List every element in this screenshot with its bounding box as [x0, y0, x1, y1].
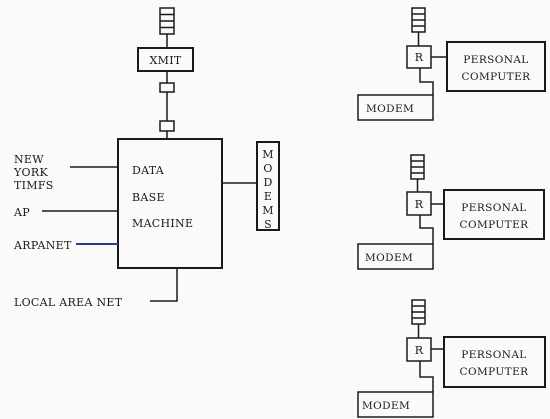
- modems-letter: E: [264, 190, 272, 203]
- station-3: [357, 299, 546, 418]
- antenna-icon: [159, 7, 175, 48]
- modems-letter: O: [263, 162, 272, 175]
- source-nyt-line2: YORK: [13, 166, 48, 179]
- source-nyt-line3: TIMFS: [14, 179, 54, 192]
- connector-upper: [159, 82, 175, 93]
- modem-label: MODEM: [362, 400, 410, 412]
- station-1: [357, 7, 546, 121]
- source-ap: AP: [13, 206, 30, 219]
- modems-letter: D: [263, 176, 272, 189]
- pc-label-line2: COMPUTER: [460, 366, 530, 378]
- station-2: [357, 154, 545, 270]
- connector-lower: [159, 120, 175, 132]
- pc-label-line2: COMPUTER: [460, 219, 530, 231]
- pc-label-line2: COMPUTER: [462, 71, 532, 83]
- db-label-line2: BASE: [132, 191, 165, 204]
- lan-feed-line: [150, 268, 178, 302]
- modem-label: MODEM: [365, 252, 413, 264]
- db-label-line3: MACHINE: [132, 217, 193, 230]
- modem-label: MODEM: [366, 103, 414, 115]
- pc-label-line1: PERSONAL: [461, 349, 526, 361]
- source-arpanet: ARPANET: [13, 239, 72, 252]
- modems-letter: M: [262, 148, 274, 161]
- pc-label-line1: PERSONAL: [463, 54, 528, 66]
- receiver-label: R: [415, 51, 424, 64]
- source-nyt-line1: NEW: [14, 153, 44, 166]
- modems-letter: M: [262, 204, 274, 217]
- pc-label-line1: PERSONAL: [461, 202, 526, 214]
- modems-box: [256, 141, 280, 231]
- xmit-label: XMIT: [150, 54, 182, 67]
- source-lan: LOCAL AREA NET: [14, 296, 123, 309]
- database-machine-box: [117, 138, 223, 269]
- xmit-box: [137, 47, 194, 72]
- modems-letter: S: [264, 218, 272, 231]
- receiver-label: R: [415, 344, 424, 357]
- receiver-label: R: [415, 198, 424, 211]
- db-label-line1: DATA: [132, 164, 165, 177]
